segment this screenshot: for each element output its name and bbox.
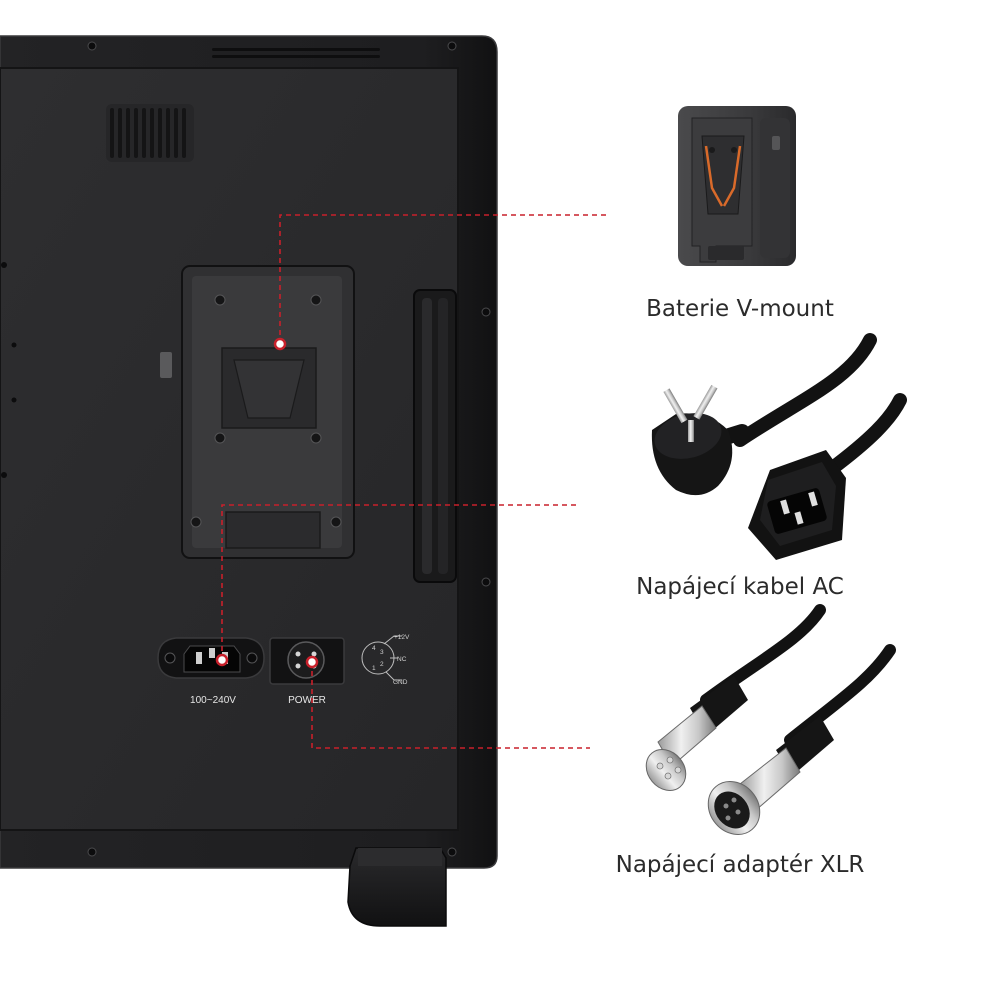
top-vent	[212, 48, 380, 58]
pin-4: 4	[372, 645, 376, 652]
stand-foot	[347, 847, 447, 927]
v-mount-battery-image	[678, 106, 796, 266]
callout-line-xlr	[311, 662, 590, 749]
frame-screws	[87, 41, 491, 857]
pin-3: 3	[380, 649, 384, 656]
ac-power-cable-image	[651, 333, 907, 560]
pin-2: 2	[380, 661, 384, 668]
v-mount-plate	[160, 265, 355, 559]
callout-lines	[221, 214, 608, 749]
callout-line-battery	[279, 214, 608, 344]
xlr-cable-image	[645, 604, 896, 835]
xlr-pinout-diagram	[361, 635, 402, 681]
monitor-rear: 100~240V POWER 4 3 2 1 +12V NC	[0, 35, 498, 927]
side-handle	[413, 289, 457, 583]
pin-label-12v: +12V	[394, 634, 410, 641]
callout-label-ac-cable: Napájecí kabel AC	[636, 574, 844, 600]
callout-label-xlr-adapter: Napájecí adaptér XLR	[615, 852, 865, 878]
pin-label-nc: NC	[397, 656, 407, 663]
power-port-label: POWER	[288, 695, 326, 706]
pin-1: 1	[372, 665, 376, 672]
callout-line-ac	[221, 504, 578, 660]
ac-power-inlet	[157, 637, 265, 679]
callout-label-battery: Baterie V-mount	[646, 296, 834, 322]
speaker-grille	[106, 104, 194, 162]
pin-label-gnd: GND	[393, 679, 408, 686]
ac-port-label: 100~240V	[190, 695, 236, 706]
callout-dots	[215, 337, 319, 669]
